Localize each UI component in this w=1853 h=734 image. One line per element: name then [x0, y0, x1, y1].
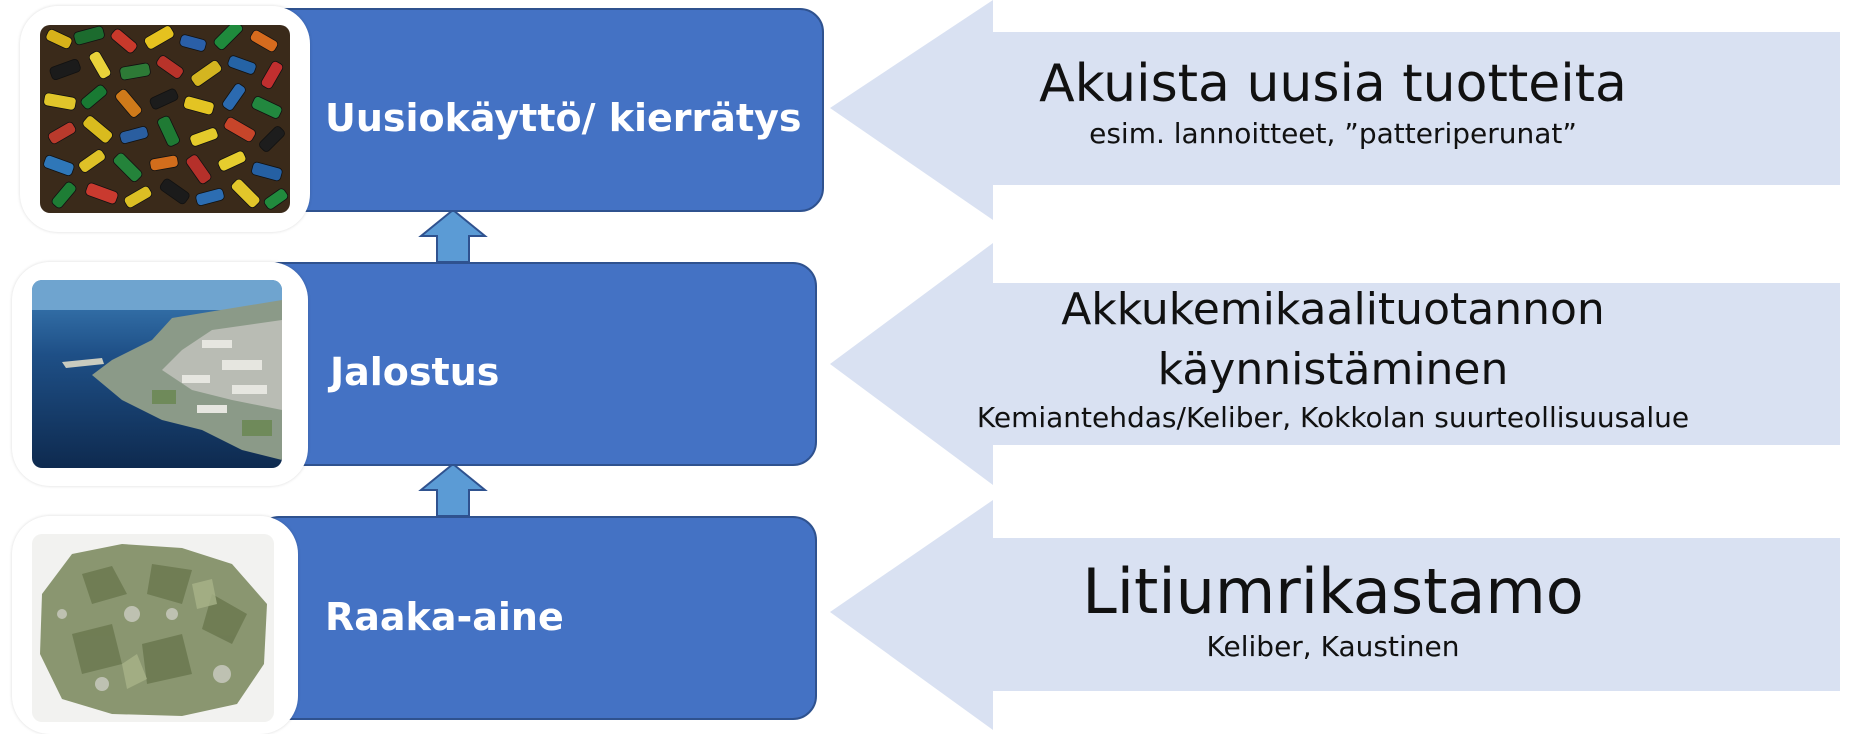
stage-label-refining: Jalostus	[330, 350, 500, 394]
callout-title: Litiumrikastamo	[1082, 555, 1584, 628]
up-arrow-1	[418, 208, 488, 263]
stage-box-raw-material	[255, 516, 817, 720]
callout-subtitle: esim. lannoitteet, ”patteriperunat”	[1089, 117, 1577, 150]
callout-title-line-1: Akkukemikaalituotannon	[1061, 284, 1605, 335]
callout-arrow-refining	[830, 243, 1840, 485]
callout-subtitle: Kemiantehdas/Keliber, Kokkolan suurteoll…	[976, 401, 1690, 434]
callout-title: Akuista uusia tuotteita	[1039, 54, 1627, 114]
up-arrow-2	[418, 462, 488, 517]
stage-box-refining	[255, 262, 817, 466]
callout-refining: Akkukemikaalituotannon käynnistäminen Ke…	[933, 280, 1733, 436]
callout-title-line-2: käynnistäminen	[1157, 344, 1509, 395]
callout-raw-material: Litiumrikastamo Keliber, Kaustinen	[993, 555, 1673, 665]
callout-subtitle: Keliber, Kaustinen	[1206, 630, 1460, 663]
stage-label-raw-material: Raaka-aine	[325, 595, 564, 639]
spodumene-rock-photo	[32, 534, 274, 722]
batteries-pile-photo	[40, 25, 290, 213]
callout-arrow-raw-material	[830, 500, 1840, 730]
callout-arrow-recycling	[830, 0, 1840, 220]
stage-box-recycling	[258, 8, 824, 212]
callout-recycling: Akuista uusia tuotteita esim. lannoittee…	[993, 52, 1673, 152]
industrial-harbor-aerial-photo	[32, 280, 282, 468]
stage-label-recycling: Uusiokäyttö/ kierrätys	[325, 96, 802, 140]
